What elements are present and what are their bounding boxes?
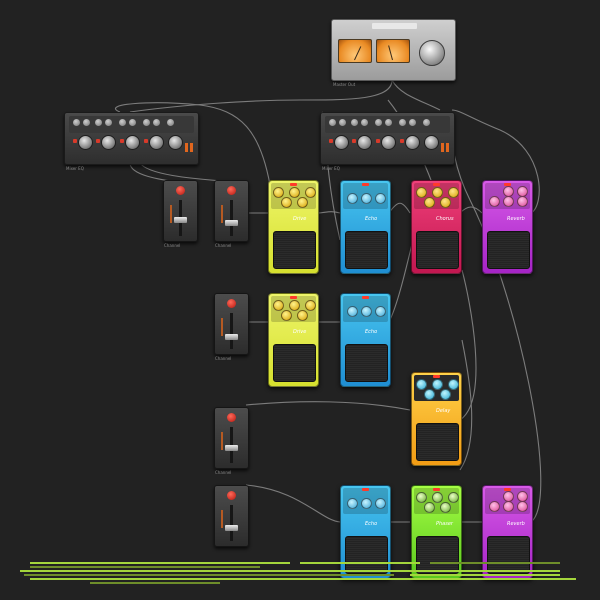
pedal-delay[interactable]: Delay (411, 372, 462, 466)
pedal-name: Drive (293, 329, 307, 335)
pedal-echo-1[interactable]: Echo (340, 180, 391, 274)
pedal-echo-3[interactable]: Echo (340, 485, 391, 579)
eq-knob[interactable] (149, 135, 164, 150)
pedal-name: Chorus (436, 216, 454, 222)
footswitch[interactable] (345, 344, 388, 382)
channel-fader-2[interactable] (214, 180, 249, 242)
pedal-name: Reverb (507, 521, 525, 527)
pedal-name: Drive (293, 216, 307, 222)
fader-cap[interactable] (225, 219, 238, 226)
eq-knob[interactable] (78, 135, 93, 150)
eq-knob[interactable] (168, 135, 183, 150)
fader-label: Channel (215, 356, 232, 361)
footswitch[interactable] (345, 231, 388, 269)
pedal-chorus[interactable]: Chorus (411, 180, 462, 274)
pedal-reverb-2[interactable]: Reverb (482, 485, 533, 579)
pedal-name: Reverb (507, 216, 525, 222)
rack-left-label: Mixer EQ (66, 166, 84, 171)
mute-button[interactable] (227, 186, 236, 195)
eq-knob[interactable] (357, 135, 372, 150)
footswitch[interactable] (273, 344, 316, 382)
fader-label: Channel (215, 470, 232, 475)
rack-right[interactable] (320, 112, 455, 165)
eq-knob[interactable] (424, 135, 439, 150)
footswitch[interactable] (487, 536, 530, 574)
fader-cap[interactable] (174, 216, 187, 223)
mute-button[interactable] (227, 491, 236, 500)
channel-fader-5[interactable] (214, 485, 249, 547)
eq-knob[interactable] (334, 135, 349, 150)
pedal-name: Delay (436, 408, 451, 414)
eq-knob[interactable] (405, 135, 420, 150)
mute-button[interactable] (227, 413, 236, 422)
master-title-plate (372, 23, 417, 29)
fader-cap[interactable] (225, 445, 238, 451)
fader-cap[interactable] (225, 334, 238, 340)
pedal-name: Echo (365, 329, 378, 335)
footswitch[interactable] (273, 231, 316, 269)
master-label: Master Out (333, 82, 356, 87)
master-volume-knob[interactable] (419, 40, 445, 66)
channel-fader-3[interactable] (214, 293, 249, 355)
footswitch[interactable] (345, 536, 388, 574)
pedal-reverb-1[interactable]: Reverb (482, 180, 533, 274)
master-output[interactable] (331, 19, 456, 81)
pedal-echo-2[interactable]: Echo (340, 293, 391, 387)
eq-knob[interactable] (381, 135, 396, 150)
pedal-drive-1[interactable]: Drive (268, 180, 319, 274)
fader-label: Channel (164, 243, 181, 248)
footswitch[interactable] (416, 231, 459, 269)
vu-meter-right (376, 39, 410, 63)
rack-right-label: Mixer EQ (322, 166, 340, 171)
fader-label: Channel (215, 243, 232, 248)
pedal-drive-2[interactable]: Drive (268, 293, 319, 387)
rack-left[interactable] (64, 112, 199, 165)
footswitch[interactable] (487, 231, 530, 269)
pedal-name: Echo (365, 521, 378, 527)
eq-knob[interactable] (101, 135, 116, 150)
fader-cap[interactable] (225, 524, 238, 531)
eq-knob[interactable] (125, 135, 140, 150)
footswitch[interactable] (416, 423, 459, 461)
mute-button[interactable] (227, 299, 236, 308)
pedal-name: Echo (365, 216, 378, 222)
pedal-phaser[interactable]: Phaser (411, 485, 462, 579)
channel-fader-4[interactable] (214, 407, 249, 469)
pedal-name: Phaser (436, 521, 453, 527)
vu-meter-left (338, 39, 372, 63)
mute-button[interactable] (176, 186, 185, 195)
channel-fader-1[interactable] (163, 180, 198, 242)
footswitch[interactable] (416, 536, 459, 574)
